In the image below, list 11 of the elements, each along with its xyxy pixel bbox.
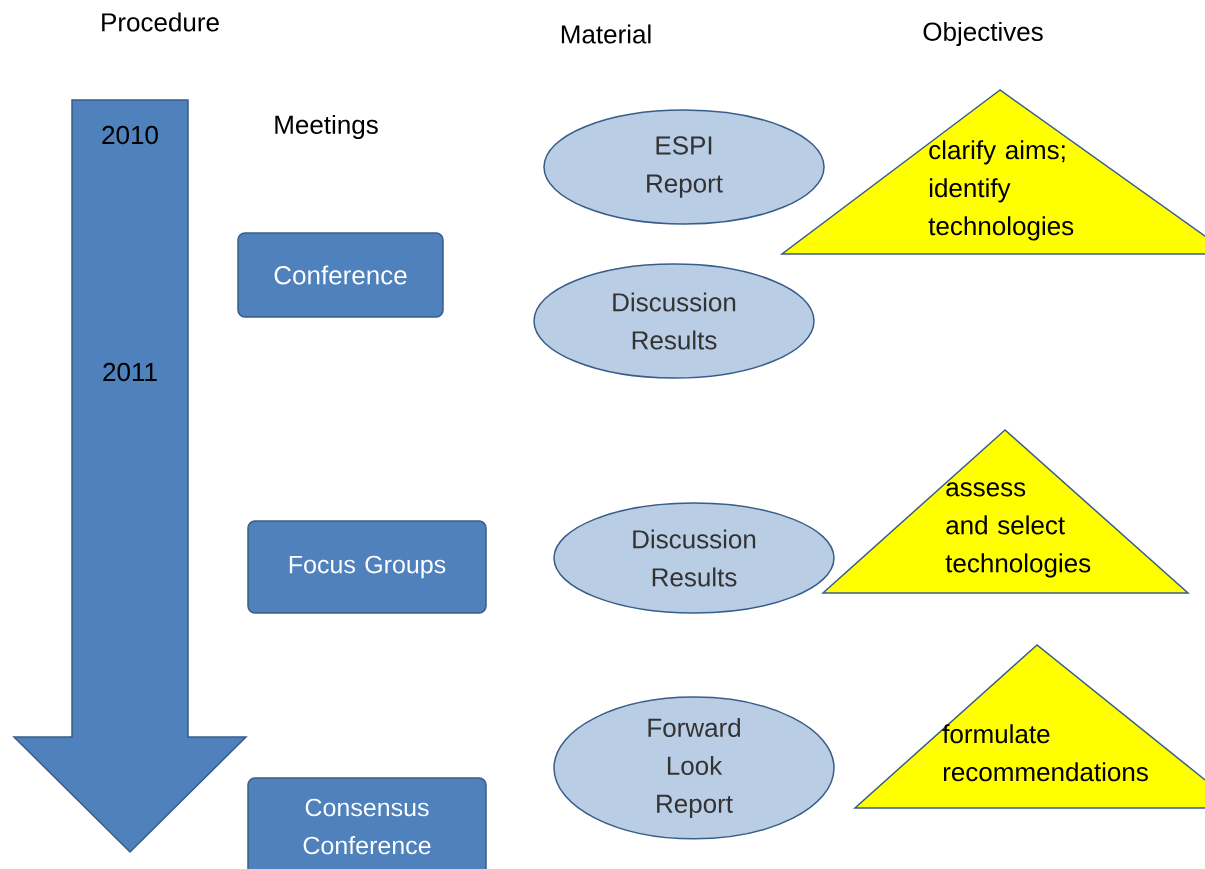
column-heading: Meetings <box>275 114 378 140</box>
objective-triangle: clarify aims; identify technologies <box>779 89 1205 255</box>
objective-triangle: formulate recommendations <box>853 644 1205 809</box>
year-label: 2010 <box>102 125 158 145</box>
meeting-box: Consensus Conference <box>247 777 487 869</box>
meeting-box: Focus Groups <box>247 520 487 614</box>
column-heading: Objectives <box>923 21 1043 47</box>
meeting-box: Conference <box>237 232 444 318</box>
column-heading: Material <box>561 24 651 44</box>
column-heading: Procedure <box>102 12 219 32</box>
year-label: 2011 <box>103 362 157 382</box>
